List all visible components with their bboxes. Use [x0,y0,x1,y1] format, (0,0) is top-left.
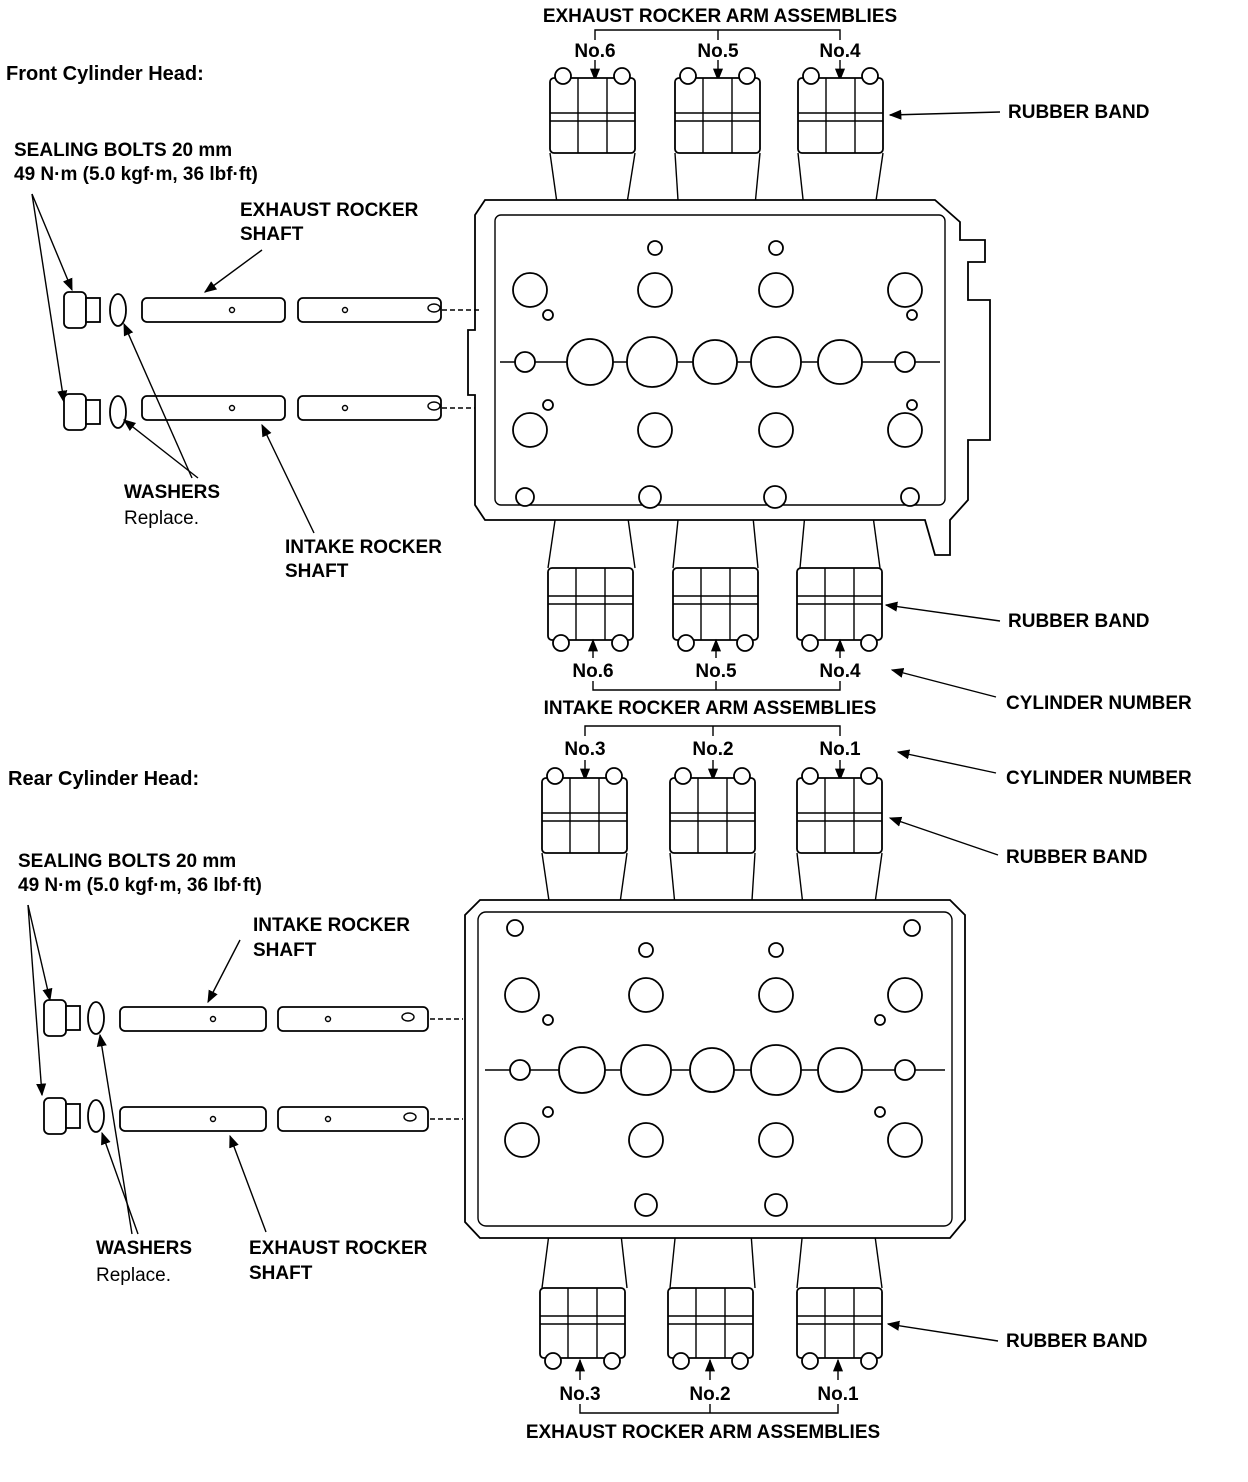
front-top-cyl-5: No.5 [697,41,739,62]
rear-washers-label: WASHERS [96,1238,192,1259]
front-section: Front Cylinder Head: EXHAUST ROCKER ARM … [6,6,1192,719]
front-intake-rocker-shaft [141,395,475,421]
front-bottom-cyl-6: No.6 [572,661,613,682]
rear-intake-assembly-3 [541,767,628,854]
rear-sealing-bolt-lower [43,1097,81,1135]
front-cylinder-number-label: CYLINDER NUMBER [1006,693,1192,714]
front-intake-assembly-4 [796,567,883,652]
front-intake-assembly-6 [547,567,634,652]
rear-upper-shaft-label-2: SHAFT [253,940,317,961]
front-exhaust-assemblies-label: EXHAUST ROCKER ARM ASSEMBLIES [543,6,897,27]
rear-bottom-cyl-1: No.1 [817,1384,859,1405]
rear-lower-shaft-label-1: EXHAUST ROCKER [249,1238,428,1259]
rear-exhaust-assembly-1 [796,1287,883,1370]
front-top-cyl-6: No.6 [574,41,615,62]
rear-replace-label: Replace. [96,1265,171,1286]
rear-cylinder-number-label: CYLINDER NUMBER [1006,768,1192,789]
front-exhaust-assembly-5 [674,67,761,154]
rear-exhaust-assembly-2 [667,1287,754,1370]
rear-bottom-cyl-3: No.3 [559,1384,600,1405]
front-washer-lower [109,395,127,429]
rear-top-cyl-1: No.1 [819,739,861,760]
rear-exhaust-assemblies-label: EXHAUST ROCKER ARM ASSEMBLIES [526,1422,880,1443]
rear-washer-lower [87,1099,105,1133]
front-lower-shaft-label-1: INTAKE ROCKER [285,537,442,558]
front-sealing-bolt-lower [63,393,101,431]
rear-intake-assembly-2 [669,767,756,854]
rear-top-cyl-2: No.2 [692,739,733,760]
rear-cylinder-head [464,899,966,1239]
front-cylinder-head [467,199,991,556]
front-exhaust-assembly-6 [549,67,636,154]
rear-washer-upper [87,1001,105,1035]
rear-bottom-cyl-2: No.2 [689,1384,730,1405]
rear-rubber-band-top-label: RUBBER BAND [1006,847,1147,868]
front-upper-shaft-label-1: EXHAUST ROCKER [240,200,419,221]
rear-sealing-bolt-upper [43,999,81,1037]
front-lower-shaft-label-2: SHAFT [285,561,349,582]
front-washers-label: WASHERS [124,482,220,503]
front-washer-upper [109,293,127,327]
front-sealing-bolt-upper [63,291,101,329]
front-intake-assemblies-label: INTAKE ROCKER ARM ASSEMBLIES [544,698,877,719]
rear-exhaust-assembly-3 [539,1287,626,1370]
front-replace-label: Replace. [124,508,199,529]
front-heading: Front Cylinder Head: [6,63,204,85]
rear-exhaust-rocker-shaft [119,1106,463,1132]
front-rubber-band-top-label: RUBBER BAND [1008,102,1149,123]
rear-torque-label: 49 N·m (5.0 kgf·m, 36 lbf·ft) [18,875,262,896]
rear-top-cyl-3: No.3 [564,739,605,760]
rear-rubber-band-bottom-label: RUBBER BAND [1006,1331,1147,1352]
front-bottom-cyl-4: No.4 [819,661,861,682]
front-torque-label: 49 N·m (5.0 kgf·m, 36 lbf·ft) [14,164,258,185]
rear-sealing-bolts-label: SEALING BOLTS 20 mm [18,851,236,872]
front-sealing-bolts-label: SEALING BOLTS 20 mm [14,140,232,161]
front-intake-assembly-5 [672,567,759,652]
front-exhaust-assembly-4 [797,67,884,154]
rear-section: Rear Cylinder Head: No.3 No.2 No.1 CYLIN… [8,725,1192,1443]
rear-lower-shaft-label-2: SHAFT [249,1263,313,1284]
front-upper-shaft-label-2: SHAFT [240,224,304,245]
front-rubber-band-bottom-label: RUBBER BAND [1008,611,1149,632]
rear-intake-assembly-1 [796,767,883,854]
front-bottom-cyl-5: No.5 [695,661,737,682]
rear-intake-rocker-shaft [119,1006,463,1032]
rear-upper-shaft-label-1: INTAKE ROCKER [253,915,410,936]
front-exhaust-rocker-shaft [141,297,480,323]
rear-heading: Rear Cylinder Head: [8,768,199,790]
front-top-cyl-4: No.4 [819,41,861,62]
